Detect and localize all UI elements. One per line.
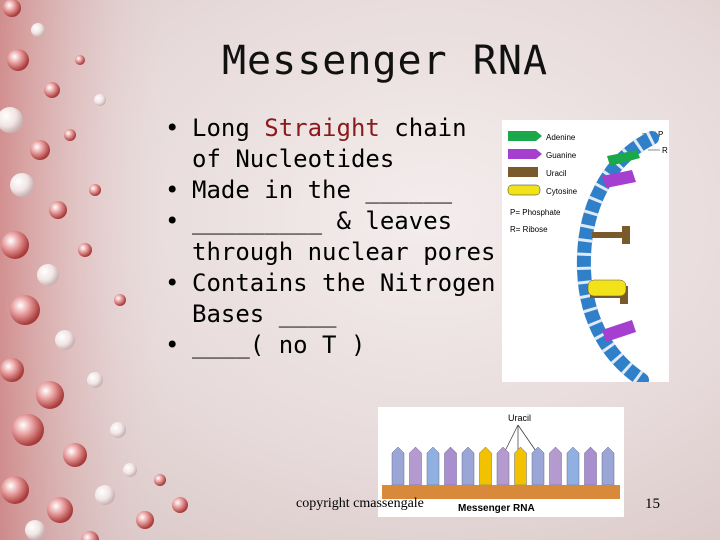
decorative-sphere: [0, 107, 23, 133]
decorative-sphere: [31, 23, 45, 37]
decorative-sphere: [78, 243, 92, 257]
decorative-sphere: [36, 381, 64, 409]
decorative-sphere: [95, 485, 115, 505]
decorative-sphere: [7, 49, 29, 71]
decorative-sphere: [0, 358, 24, 382]
decorative-sphere: [123, 463, 137, 477]
decorative-sphere: [94, 94, 106, 106]
decorative-sphere: [114, 294, 126, 306]
highlight-word: Straight: [264, 114, 380, 142]
backbone-stripes: [576, 131, 656, 382]
mrna-base-peg: [461, 446, 475, 486]
page-number: 15: [645, 496, 660, 512]
uracil-swatch: [508, 167, 538, 177]
decorative-sphere: [10, 295, 40, 325]
decorative-sphere: [63, 443, 87, 467]
mrna-caption: Messenger RNA: [458, 503, 535, 514]
decorative-sphere: [47, 497, 73, 523]
decorative-sphere: [37, 264, 59, 286]
mrna-diagram: Uracil Messenger RNA: [378, 407, 624, 517]
base-uracil: [592, 226, 630, 244]
mrna-base-peg: [531, 446, 545, 486]
mrna-base-peg: [601, 446, 615, 486]
base-guanine: [602, 170, 636, 188]
bullet-item: •_________ & leaves through nuclear pore…: [165, 207, 496, 266]
uracil-label: Uracil: [508, 413, 531, 423]
mrna-base-peg: [391, 446, 405, 486]
decorative-sphere: [1, 231, 29, 259]
decorative-sphere: [89, 184, 101, 196]
legend-cytosine: Cytosine: [546, 187, 578, 196]
mrna-base-peg: [566, 446, 580, 486]
decorative-sphere: [154, 474, 166, 486]
decorative-sphere: [1, 476, 29, 504]
mrna-base-peg: [549, 446, 562, 486]
decorative-sphere: [172, 497, 188, 513]
legend-guanine: Guanine: [546, 151, 577, 160]
guanine-swatch: [508, 149, 542, 159]
adenine-swatch: [508, 131, 542, 141]
legend-adenine: Adenine: [546, 133, 576, 142]
key-ribose: R= Ribose: [510, 225, 548, 234]
mrna-base-peg: [409, 446, 422, 486]
key-phosphate: P= Phosphate: [510, 208, 561, 217]
bullet-item: •Made in the ______: [165, 176, 453, 204]
mrna-backbone: [382, 485, 620, 499]
mrna-base-peg: [514, 446, 527, 486]
decorative-sphere: [110, 422, 126, 438]
mrna-base-peg: [496, 446, 510, 486]
legend: Adenine Guanine Uracil Cytosine P= Phosp…: [507, 131, 578, 234]
mrna-base-peg: [584, 446, 597, 486]
decorative-sphere: [81, 531, 99, 540]
base-adenine: [607, 150, 640, 166]
copyright-footer: copyright cmassengale: [296, 496, 424, 511]
bullet-list: •Long Straight chain of Nucleotides •Mad…: [165, 113, 505, 361]
decorative-sphere: [136, 511, 154, 529]
bullet-item: •Contains the Nitrogen Bases ____: [165, 269, 496, 328]
decorative-sphere: [3, 0, 21, 17]
decorative-sphere: [12, 414, 44, 446]
slide-title: Messenger RNA: [221, 38, 549, 84]
decorative-sphere: [87, 372, 103, 388]
mrna-base-peg: [479, 446, 492, 486]
decorative-sphere: [49, 201, 67, 219]
bullet-item: •Long Straight chain of Nucleotides: [165, 114, 467, 173]
bullet-item: •____( no T ): [165, 331, 366, 359]
rna-strand-diagram: Adenine Guanine Uracil Cytosine P= Phosp…: [502, 120, 669, 382]
side-label-r: R: [662, 146, 668, 155]
base-cytosine: [587, 279, 627, 297]
base-guanine: [602, 320, 636, 342]
cytosine-swatch: [507, 184, 541, 196]
decorative-sphere: [64, 129, 76, 141]
side-label-p: P: [658, 130, 663, 139]
decorative-sphere: [75, 55, 85, 65]
decorative-sphere: [55, 330, 75, 350]
decorative-sphere: [30, 140, 50, 160]
mrna-base-peg: [444, 446, 457, 486]
legend-uracil: Uracil: [546, 169, 567, 178]
mrna-base-peg: [426, 446, 440, 486]
decorative-sphere: [44, 82, 60, 98]
decorative-sphere: [10, 173, 34, 197]
decorative-sphere: [25, 520, 45, 540]
